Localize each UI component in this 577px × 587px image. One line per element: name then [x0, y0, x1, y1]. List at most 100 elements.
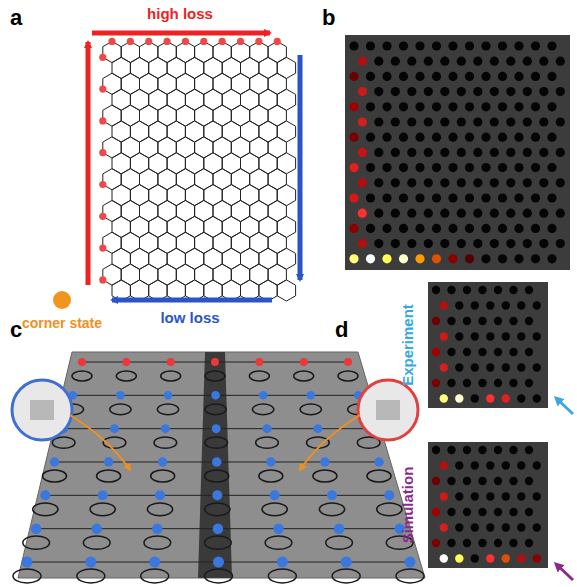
field-dot [455, 492, 463, 500]
cable-coil [97, 470, 121, 482]
field-dot [366, 224, 375, 233]
field-dot [523, 87, 532, 96]
field-dot [455, 523, 463, 531]
field-dot [506, 209, 515, 218]
field-dot [506, 239, 515, 248]
lossy-site [200, 38, 207, 45]
cable-coil [52, 437, 75, 448]
field-dot [366, 254, 375, 263]
field-dot [432, 224, 441, 233]
field-dot [498, 193, 507, 202]
field-dot [494, 348, 502, 356]
circuit-board [18, 352, 425, 578]
field-dot [490, 148, 499, 157]
field-dot [366, 72, 375, 81]
field-dot [415, 254, 424, 263]
field-dot [517, 363, 525, 371]
field-dot [490, 209, 499, 218]
field-dot [440, 301, 448, 309]
cable-coil [151, 470, 175, 482]
field-dot [432, 446, 440, 454]
field-dot [457, 239, 466, 248]
lossy-site [99, 54, 106, 61]
field-dot [432, 254, 441, 263]
circuit-node [212, 424, 221, 433]
field-dot [424, 209, 433, 218]
field-dot [478, 348, 486, 356]
circuit-node [270, 490, 280, 500]
field-dot [447, 348, 455, 356]
field-dot [556, 117, 565, 126]
field-dot [490, 178, 499, 187]
field-dot [478, 286, 486, 294]
field-dot [455, 301, 463, 309]
field-dot [514, 254, 523, 263]
cable-coil [326, 536, 353, 549]
field-dot [424, 57, 433, 66]
circuit-node [405, 557, 416, 568]
field-dot [486, 461, 494, 469]
field-dot [478, 379, 486, 387]
field-dot [399, 72, 408, 81]
field-dot [471, 332, 479, 340]
field-dot [502, 301, 510, 309]
field-dot [547, 193, 556, 202]
lossy-site [99, 117, 106, 124]
field-dot [358, 117, 367, 126]
field-dot [525, 539, 533, 547]
field-dot [539, 87, 548, 96]
field-dot [455, 461, 463, 469]
field-dot [463, 348, 471, 356]
field-dot [523, 239, 532, 248]
field-dot [399, 254, 408, 263]
circuit-node [152, 523, 163, 534]
cable-coil [259, 470, 283, 482]
field-dot [407, 57, 416, 66]
field-dot [490, 57, 499, 66]
field-dot [509, 286, 517, 294]
field-dot [517, 301, 525, 309]
field-dot [382, 41, 391, 50]
field-dot [465, 133, 474, 142]
field-dot [366, 133, 375, 142]
field-dot [506, 57, 515, 66]
cable-coil [72, 371, 92, 381]
circuit-node [161, 424, 170, 433]
field-dot [465, 72, 474, 81]
panel-letter: d [335, 318, 348, 342]
cable-coil [377, 503, 402, 516]
circuit-node [40, 490, 50, 500]
circuit-node [122, 358, 130, 366]
field-dot [447, 477, 455, 485]
field-dot [539, 117, 548, 126]
lossy-site [163, 38, 170, 45]
circuit-node [255, 358, 263, 366]
field-dot [473, 57, 482, 66]
field-dot [349, 193, 358, 202]
field-dot [424, 87, 433, 96]
field-dot [399, 163, 408, 172]
field-dot [465, 163, 474, 172]
field-dot [473, 209, 482, 218]
cable-coil [83, 536, 110, 549]
cable-coil [161, 371, 181, 381]
field-dot [465, 254, 474, 263]
field-dot [494, 477, 502, 485]
field-dot [440, 57, 449, 66]
field-dot [525, 508, 533, 516]
field-dot [494, 286, 502, 294]
high-loss-arrow [92, 31, 270, 36]
field-dot [432, 133, 441, 142]
field-dot [463, 379, 471, 387]
circuit-node [22, 557, 33, 568]
field-dot [415, 163, 424, 172]
field-dot [486, 554, 494, 562]
simulation-map [428, 442, 548, 568]
field-dot [506, 87, 515, 96]
field-dot [440, 394, 448, 402]
lossy-site [145, 38, 152, 45]
field-dot [481, 163, 490, 172]
field-dot [471, 461, 479, 469]
circuit-node [212, 457, 222, 467]
circuit-node [384, 490, 394, 500]
